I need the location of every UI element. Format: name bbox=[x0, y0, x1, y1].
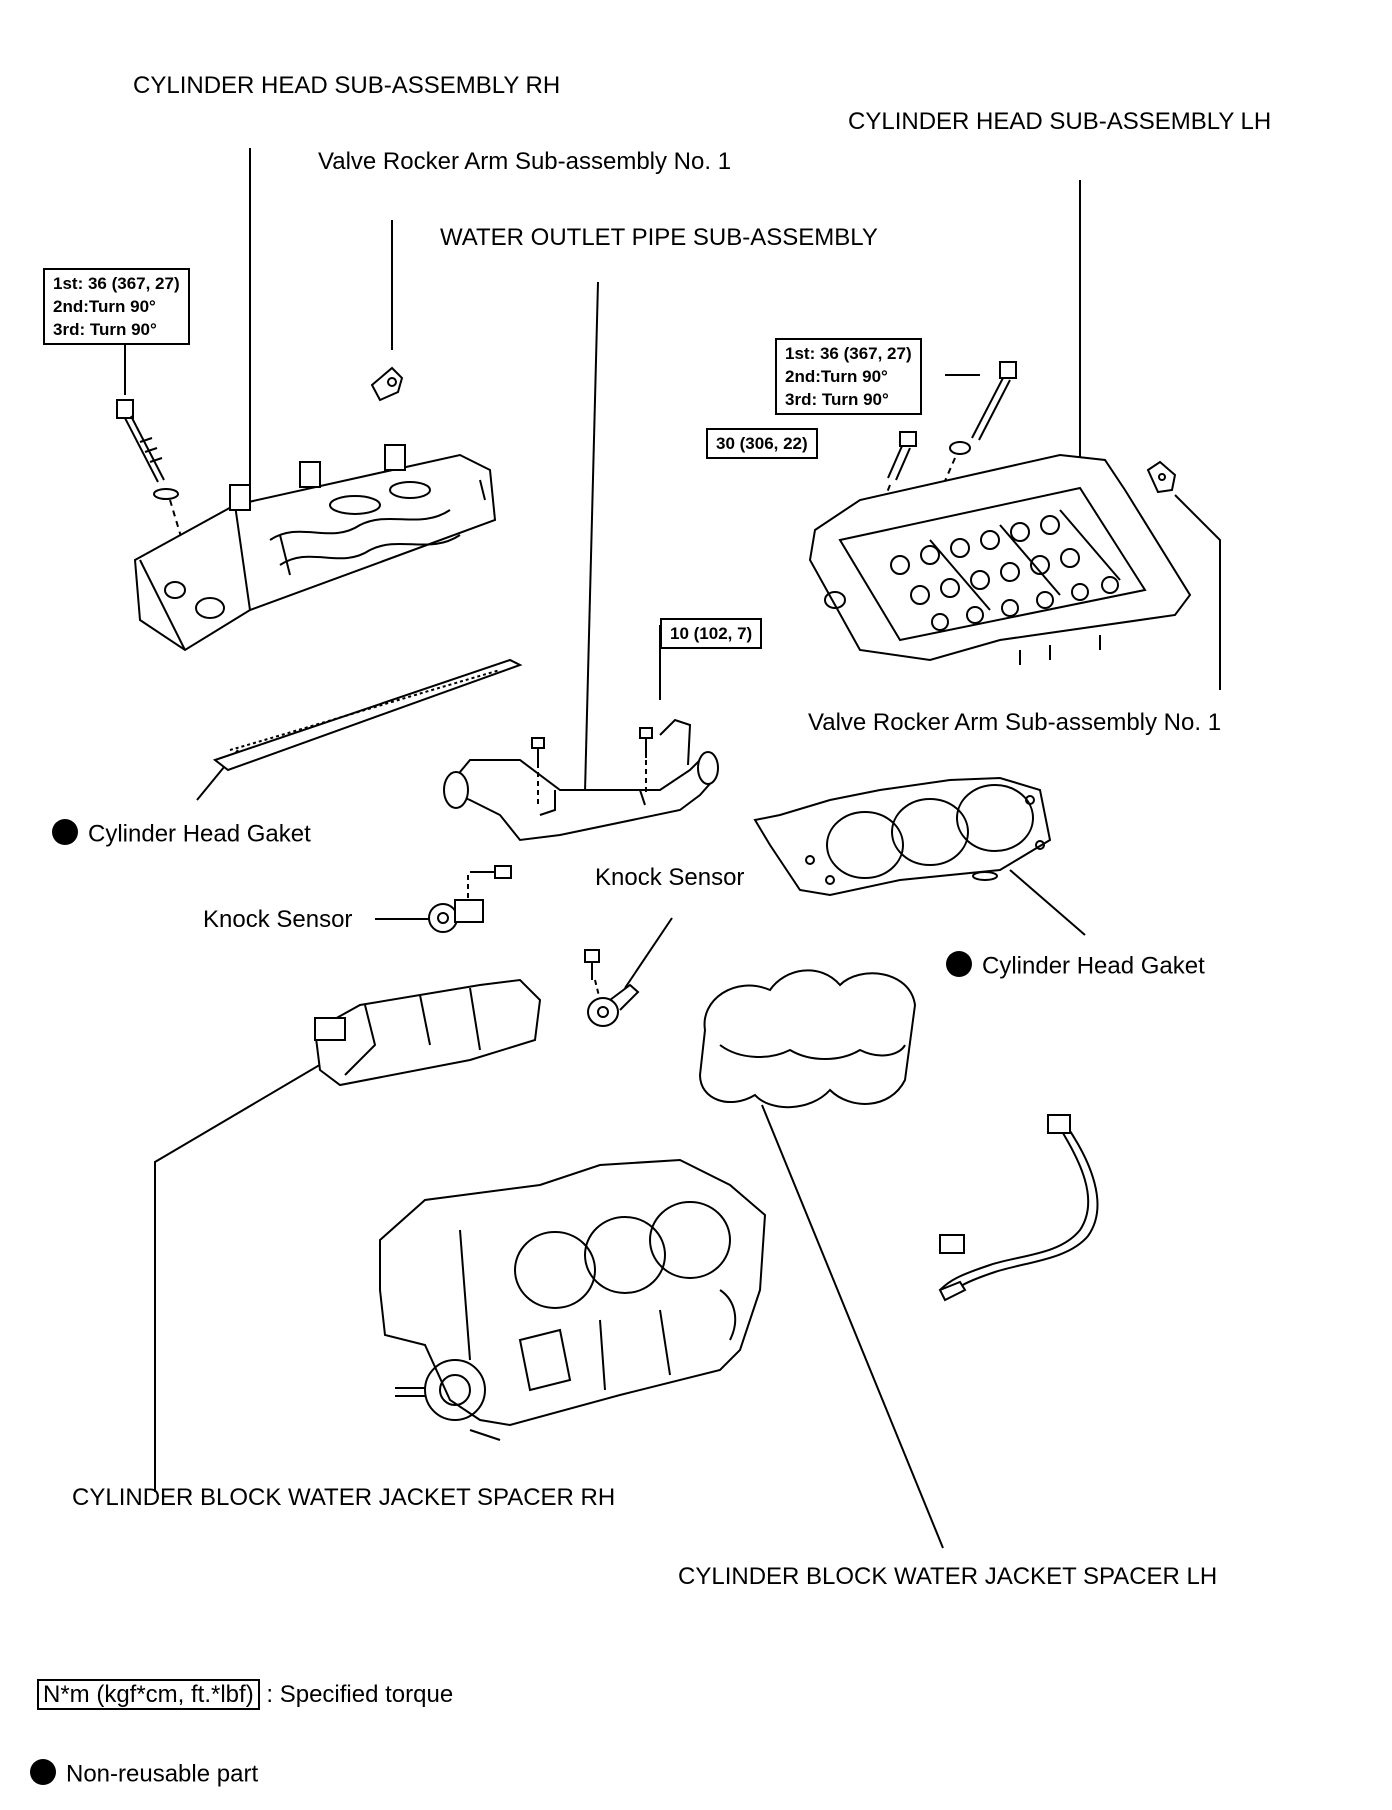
torque-line: 2nd:Turn 90° bbox=[53, 297, 156, 316]
label-gasket-right: Cylinder Head Gaket bbox=[946, 951, 1205, 980]
nonreusable-marker-icon bbox=[946, 951, 972, 977]
torque-line: 2nd:Turn 90° bbox=[785, 367, 888, 386]
cylinder-head-gasket-right bbox=[753, 776, 1052, 897]
torque-line: 3rd: Turn 90° bbox=[53, 320, 157, 339]
label-knock-sensor-center: Knock Sensor bbox=[595, 864, 745, 891]
cylinder-head-gasket-left bbox=[212, 658, 523, 772]
torque-line: 3rd: Turn 90° bbox=[785, 390, 889, 409]
cylinder-block bbox=[379, 1158, 767, 1441]
label-spacer-lh: CYLINDER BLOCK WATER JACKET SPACER LH bbox=[678, 1563, 1218, 1590]
legend-nonreusable-text: Non-reusable part bbox=[66, 1760, 259, 1788]
label-knock-sensor-left: Knock Sensor bbox=[203, 906, 353, 933]
torque-box-lh-small-bolt: 30 (306, 22) bbox=[706, 428, 818, 459]
torque-box-pipe-bolt: 10 (102, 7) bbox=[660, 618, 763, 649]
label-cylinder-head-rh: CYLINDER HEAD SUB-ASSEMBLY RH bbox=[133, 72, 561, 99]
label-cylinder-head-lh: CYLINDER HEAD SUB-ASSEMBLY LH bbox=[848, 108, 1272, 135]
water-outlet-pipe bbox=[443, 718, 719, 842]
water-jacket-spacer-rh bbox=[313, 978, 542, 1087]
legend-torque-desc: : Specified torque bbox=[266, 1681, 454, 1708]
gasket-left-text: Cylinder Head Gaket bbox=[88, 820, 311, 848]
label-spacer-rh: CYLINDER BLOCK WATER JACKET SPACER RH bbox=[72, 1484, 616, 1511]
leader-spacer-lh bbox=[761, 1104, 944, 1549]
leader-spacer-rh bbox=[154, 1049, 346, 1492]
rocker-arm-part-right bbox=[1146, 460, 1177, 494]
label-rocker-arm-top: Valve Rocker Arm Sub-assembly No. 1 bbox=[318, 148, 732, 175]
legend-torque: N*m (kgf*cm, ft.*lbf) : Specified torque bbox=[37, 1679, 454, 1710]
knock-sensor-left bbox=[428, 865, 512, 933]
knock-sensor-center bbox=[584, 949, 640, 1027]
legend-nonreusable: Non-reusable part bbox=[30, 1759, 259, 1788]
label-water-outlet-pipe: WATER OUTLET PIPE SUB-ASSEMBLY bbox=[440, 224, 878, 251]
pipe-bolt-left bbox=[531, 737, 545, 805]
leader-rocker-right bbox=[1174, 494, 1221, 690]
cylinder-head-rh bbox=[133, 444, 497, 652]
rocker-arm-part-top bbox=[370, 366, 404, 402]
torque-box-rh-head-bolt: 1st: 36 (367, 27) 2nd:Turn 90° 3rd: Turn… bbox=[43, 268, 190, 345]
leader-knock-center bbox=[624, 917, 673, 989]
torque-box-lh-head-bolt: 1st: 36 (367, 27) 2nd:Turn 90° 3rd: Turn… bbox=[775, 338, 922, 415]
leader-water-outlet bbox=[584, 281, 599, 793]
cylinder-head-lh bbox=[808, 453, 1192, 665]
label-gasket-left: Cylinder Head Gaket bbox=[52, 819, 311, 848]
wire-harness bbox=[938, 1114, 1099, 1302]
legend-torque-unit-box: N*m (kgf*cm, ft.*lbf) bbox=[37, 1679, 260, 1710]
leader-gasket-right bbox=[1009, 869, 1086, 936]
nonreusable-marker-icon bbox=[30, 1759, 56, 1785]
torque-line: 1st: 36 (367, 27) bbox=[53, 274, 180, 293]
gasket-right-text: Cylinder Head Gaket bbox=[982, 952, 1205, 980]
water-jacket-spacer-lh bbox=[698, 969, 917, 1109]
label-rocker-arm-right: Valve Rocker Arm Sub-assembly No. 1 bbox=[808, 709, 1222, 736]
nonreusable-marker-icon bbox=[52, 819, 78, 845]
torque-line: 1st: 36 (367, 27) bbox=[785, 344, 912, 363]
rh-head-bolt bbox=[116, 399, 186, 551]
pipe-bolt-right bbox=[639, 727, 653, 795]
